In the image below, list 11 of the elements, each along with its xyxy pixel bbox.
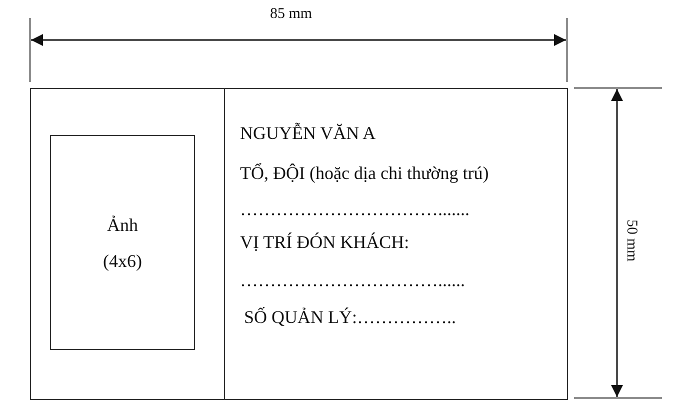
dimension-label: 50 mm (622, 219, 640, 262)
dimension-label: 85 mm (270, 6, 312, 23)
card-text: ……………………………....... (240, 199, 470, 220)
card-text: SỐ QUẢN LÝ:…………….. (244, 307, 456, 328)
card-text: VỊ TRÍ ĐÓN KHÁCH: (240, 232, 410, 253)
card-outline (30, 88, 568, 400)
photo-label: Ảnh (4x6) (102, 214, 143, 273)
card-text: TỔ, ĐỘI (hoặc dịa chi thường trú) (240, 163, 489, 184)
card-text: NGUYỄN VĂN A (240, 123, 376, 144)
card-text: ……………………………...... (240, 270, 465, 291)
photo-box (50, 135, 195, 350)
